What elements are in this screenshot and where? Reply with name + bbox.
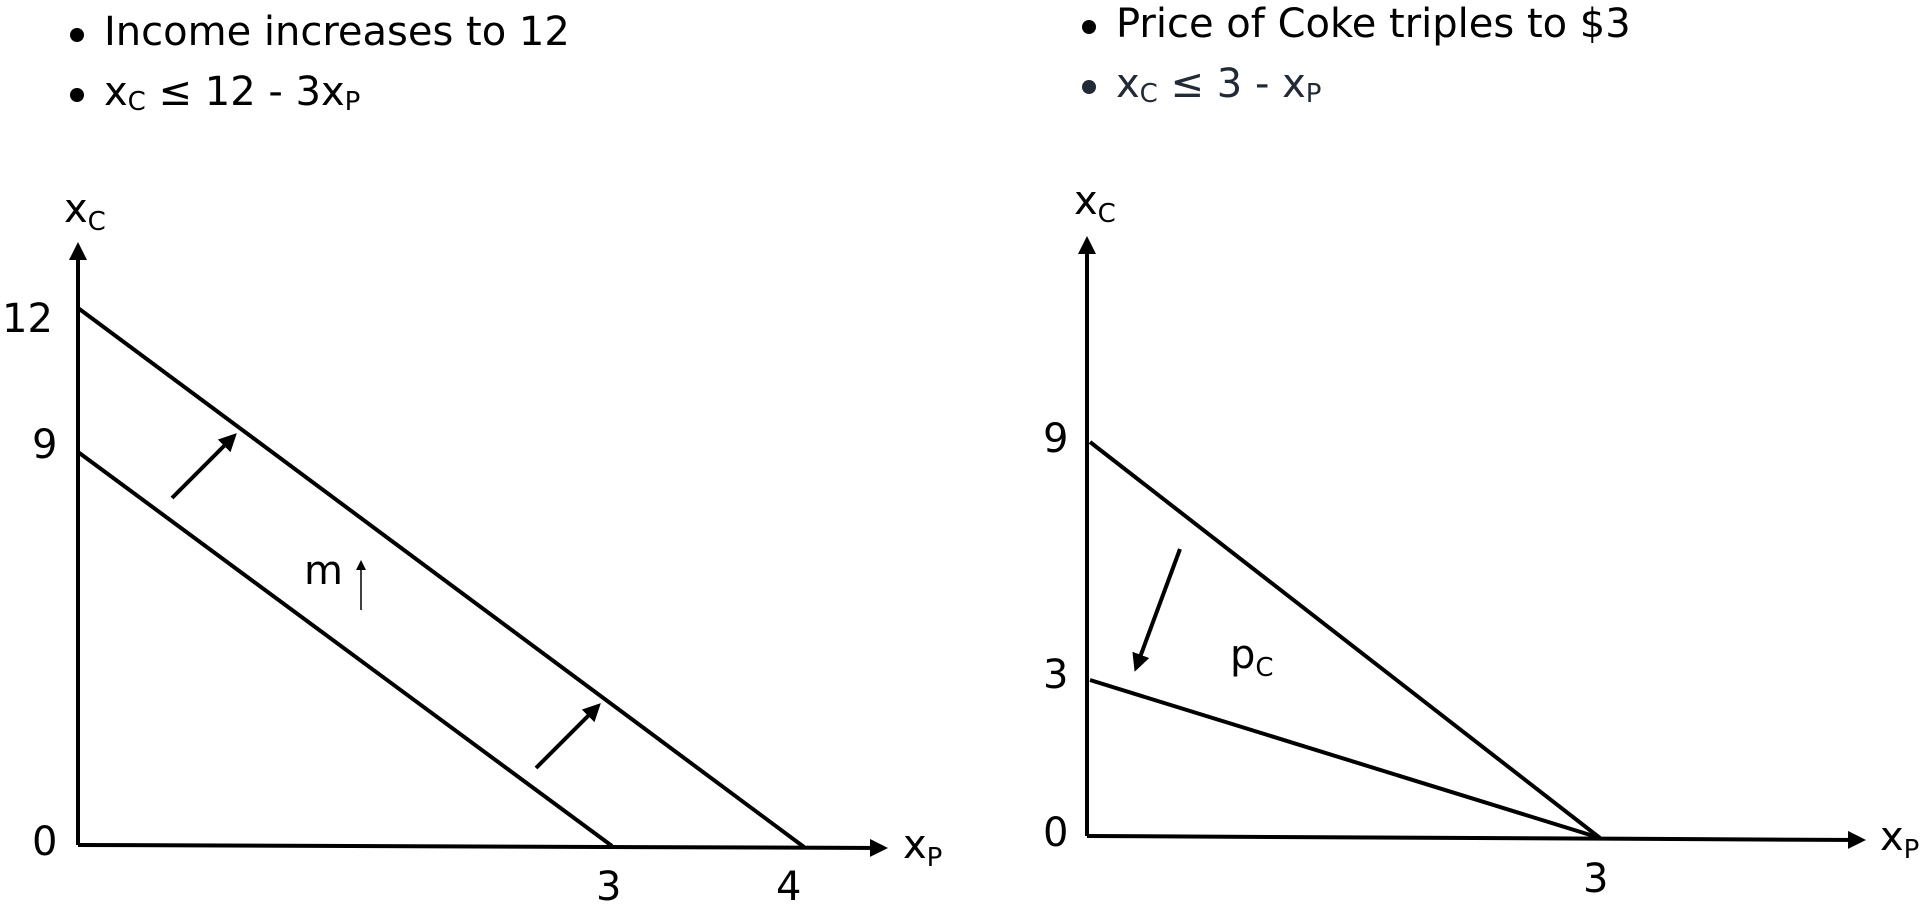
left-x-axis-label: xP bbox=[903, 822, 942, 873]
left-y-axis-sub: C bbox=[88, 207, 106, 237]
right-bullet-price-text: Price of Coke triples to $3 bbox=[1116, 1, 1631, 47]
right-x-axis-sub: P bbox=[1904, 835, 1920, 865]
inward-arrow bbox=[1132, 548, 1182, 672]
right-ineq-sub-c: C bbox=[1139, 79, 1158, 109]
right-ineq-x: x bbox=[1116, 61, 1140, 107]
left-ineq-x: x bbox=[104, 69, 128, 115]
right-bullet-list: Price of Coke triples to $3 xC ≤ 3 - xP bbox=[1082, 0, 1631, 124]
left-x-axis-sub: P bbox=[927, 843, 943, 873]
left-x-axis-x: x bbox=[903, 822, 927, 868]
left-ineq-rest: ≤ 12 - 3x bbox=[145, 69, 345, 115]
left-x-tick-4: 4 bbox=[776, 864, 801, 904]
right-x-axis-label: xP bbox=[1880, 814, 1919, 865]
right-y-axis-x: x bbox=[1074, 178, 1098, 224]
coke-price-p: p bbox=[1230, 632, 1255, 678]
coke-price-label: pC bbox=[1230, 632, 1274, 683]
left-bullet-income: Income increases to 12 bbox=[70, 2, 570, 62]
left-y-tick-12: 12 bbox=[2, 296, 53, 342]
right-new-budget-line bbox=[1089, 678, 1601, 840]
left-y-axis-x: x bbox=[64, 186, 88, 232]
left-bullet-inequality: xC ≤ 12 - 3xP bbox=[70, 62, 570, 132]
left-new-budget-line bbox=[76, 306, 806, 849]
right-ineq-sub-p: P bbox=[1305, 79, 1322, 109]
right-bullet-inequality: xC ≤ 3 - xP bbox=[1082, 54, 1631, 124]
right-x-axis-x: x bbox=[1880, 814, 1904, 860]
outward-arrow bbox=[170, 433, 237, 500]
right-graph: xC xP 9 3 0 3 pC bbox=[1043, 178, 1919, 902]
left-y-axis-label: xC bbox=[64, 186, 106, 237]
right-y-axis-sub: C bbox=[1098, 199, 1116, 229]
left-x-tick-3: 3 bbox=[596, 864, 621, 904]
left-original-budget-line bbox=[76, 450, 614, 848]
right-y-tick-3: 3 bbox=[1043, 652, 1068, 698]
right-original-budget-line bbox=[1088, 440, 1602, 840]
left-y-tick-9: 9 bbox=[32, 422, 57, 468]
right-y-tick-0: 0 bbox=[1043, 810, 1068, 856]
left-bullet-list: Income increases to 12 xC ≤ 12 - 3xP bbox=[70, 2, 570, 132]
left-x-axis bbox=[77, 838, 888, 857]
right-ineq-rest: ≤ 3 - x bbox=[1157, 61, 1306, 107]
left-y-tick-0: 0 bbox=[32, 819, 57, 865]
left-graph: xC xP 12 9 0 3 4 m bbox=[2, 186, 942, 904]
income-label: m bbox=[304, 548, 343, 594]
right-y-axis-label: xC bbox=[1074, 178, 1116, 229]
right-x-tick-3: 3 bbox=[1583, 856, 1608, 902]
right-bullet-price: Price of Coke triples to $3 bbox=[1082, 0, 1631, 54]
outward-arrow bbox=[534, 703, 601, 770]
left-ineq-sub-p: P bbox=[344, 87, 361, 117]
right-x-axis bbox=[1086, 830, 1866, 849]
coke-price-sub: C bbox=[1255, 653, 1273, 683]
right-y-tick-9: 9 bbox=[1043, 416, 1068, 462]
left-ineq-sub-c: C bbox=[127, 87, 146, 117]
left-bullet-income-text: Income increases to 12 bbox=[104, 9, 570, 55]
